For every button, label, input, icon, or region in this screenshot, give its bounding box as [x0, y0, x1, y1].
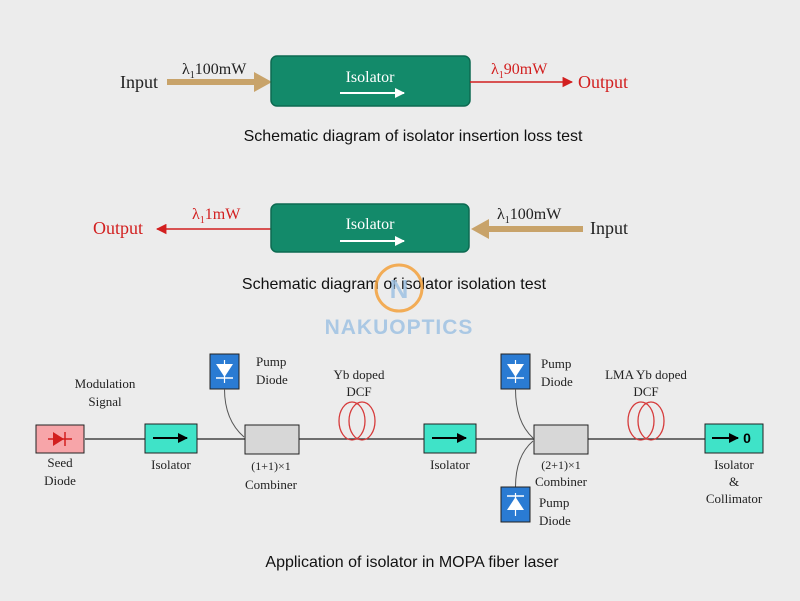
watermark-logo-icon: [374, 263, 424, 313]
isolation-diagram: Output λ11mW Isolator λ1100mW Input Sche…: [93, 203, 628, 293]
watermark-text: NAKUOPTICS: [325, 316, 474, 339]
nakuoptics-watermark: N NAKUOPTICS: [325, 263, 474, 339]
output-power-label: λ190mW: [491, 61, 548, 81]
isolator-box: Isolator: [270, 55, 471, 107]
isolator-label: Isolator: [346, 69, 396, 86]
diode-icon: [507, 493, 524, 516]
diode-icon: [48, 432, 72, 446]
output-power-value: 90mW: [504, 61, 548, 78]
output-label: Output: [93, 218, 143, 238]
pump-diode-2-label-2: Diode: [541, 374, 573, 389]
isolator-1: [144, 423, 198, 454]
mopa-caption: Application of isolator in MOPA fiber la…: [265, 554, 559, 571]
combiner-1-label-2: Combiner: [245, 477, 298, 492]
watermark-logo-letter: N: [390, 274, 409, 304]
yb-doped-dcf-label: Yb doped: [334, 367, 385, 382]
input-power-value: 100mW: [510, 206, 562, 223]
seed-diode-label-2: Diode: [44, 473, 76, 488]
lma-dcf-label-2: DCF: [633, 384, 658, 399]
pump-diode-2: [500, 353, 534, 439]
isolator-collimator: 0: [704, 423, 764, 454]
isolator-1-label: Isolator: [151, 457, 191, 472]
collimator-icon: 0: [743, 430, 751, 446]
lma-dcf-label: LMA Yb doped: [605, 367, 687, 382]
isolator-box: Isolator: [270, 203, 470, 253]
pump-fiber: [515, 388, 534, 439]
modulation-signal-label-2: Signal: [88, 394, 122, 409]
isolator-2: [423, 423, 477, 454]
input-power-label: λ1100mW: [497, 206, 562, 226]
output-power-value: 1mW: [205, 206, 241, 223]
insertion-loss-diagram: Input λ1100mW Isolator λ190mW Output Sch…: [120, 55, 628, 145]
pump-diode-1: [209, 353, 245, 438]
input-power-label: λ1100mW: [182, 61, 247, 81]
pump-diode-3: [500, 440, 534, 523]
yb-doped-dcf-coil: [338, 401, 376, 441]
input-power-value: 100mW: [195, 61, 247, 78]
isolation-caption: Schematic diagram of isolator isolation …: [242, 276, 547, 293]
input-arrow: [471, 219, 583, 239]
collimator-label: Isolator: [714, 457, 754, 472]
pump-diode-3-label: Pump: [539, 495, 569, 510]
input-label: Input: [590, 218, 628, 238]
diode-icon: [507, 360, 524, 383]
output-label: Output: [578, 72, 628, 92]
combiner-2: [533, 424, 589, 455]
insertion-loss-caption: Schematic diagram of isolator insertion …: [244, 128, 583, 145]
pump-fiber: [224, 388, 245, 438]
seed-diode-label: Seed: [47, 455, 73, 470]
pump-diode-1-label: Pump: [256, 354, 286, 369]
isolator-2-label: Isolator: [430, 457, 470, 472]
pump-fiber: [515, 440, 534, 488]
mopa-diagram: Modulation Signal Seed Diode Isolator: [35, 353, 764, 571]
lma-yb-doped-dcf-coil: [627, 401, 665, 441]
collimator-label-2: &: [729, 474, 739, 489]
combiner-1: [244, 424, 300, 455]
pump-diode-1-label-2: Diode: [256, 372, 288, 387]
seed-diode: [35, 424, 85, 454]
modulation-signal-label: Modulation: [75, 376, 136, 391]
diode-icon: [216, 360, 233, 383]
combiner-1-label: (1+1)×1: [251, 459, 291, 473]
collimator-label-3: Collimator: [706, 491, 763, 506]
pump-diode-3-label-2: Diode: [539, 513, 571, 528]
combiner-2-label-2: Combiner: [535, 474, 588, 489]
input-arrow: [167, 72, 272, 92]
isolator-label: Isolator: [346, 216, 396, 233]
yb-doped-dcf-label-2: DCF: [346, 384, 371, 399]
input-label: Input: [120, 72, 158, 92]
combiner-2-label: (2+1)×1: [541, 458, 581, 472]
pump-diode-2-label: Pump: [541, 356, 571, 371]
output-power-label: λ11mW: [192, 206, 241, 226]
